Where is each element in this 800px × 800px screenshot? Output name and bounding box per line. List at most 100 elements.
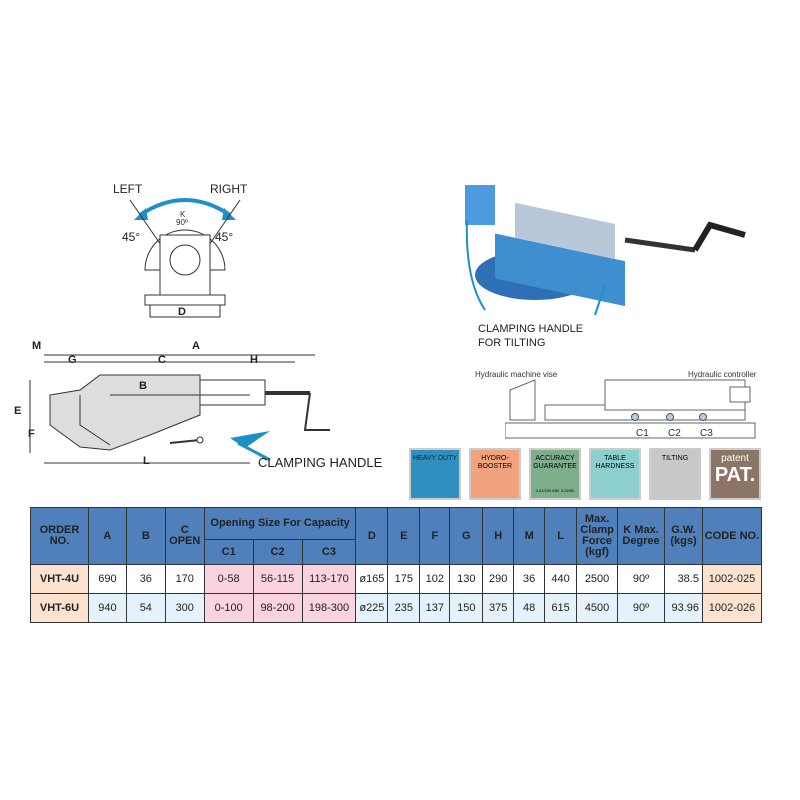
cell-b: 36 [125, 564, 166, 594]
accuracy-guarantee-icon: ACCURACY GUARANTEE 0,01/100 MM 0,02/50 [529, 448, 581, 500]
dim-a: A [192, 340, 200, 352]
cell-e: 175 [387, 564, 421, 594]
header-l: L [544, 507, 578, 565]
hydro-booster-label: HYDRO-BOOSTER [477, 455, 513, 470]
header-b: B [125, 507, 166, 565]
cell-c1: 0-58 [203, 564, 254, 594]
position-c1: C1 [636, 428, 649, 439]
cell-m: 36 [513, 564, 546, 594]
dim-c: C [158, 354, 166, 366]
accuracy-label: ACCURACY GUARANTEE [533, 455, 577, 470]
cell-b: 54 [125, 593, 166, 623]
dim-e: E [14, 405, 22, 417]
tilting-icon: TILTING [649, 448, 701, 500]
cell-a: 690 [87, 564, 127, 594]
dim-f: F [28, 428, 35, 440]
header-k: K Max. Degree [617, 507, 666, 565]
cell-c2: 56-115 [252, 564, 303, 594]
header-m: M [513, 507, 546, 565]
pat-label: PAT. [714, 464, 756, 486]
angle-left: 45° [122, 230, 141, 244]
cell-k: 90º [617, 564, 666, 594]
tilting-callout-line1: CLAMPING HANDLE [478, 323, 584, 335]
cell-c3: 198-300 [301, 593, 357, 623]
cell-c: 170 [164, 564, 205, 594]
header-capacity: Opening Size For Capacity [203, 507, 357, 540]
right-label: RIGHT [210, 182, 248, 196]
cell-a: 940 [87, 593, 127, 623]
cell-f: 102 [419, 564, 451, 594]
header-c: C OPEN [164, 507, 205, 565]
header-c3: C3 [301, 539, 357, 565]
spec-table: ORDER NO. A B C OPEN Opening Size For Ca… [30, 507, 763, 623]
k-angle: 90º [176, 218, 188, 227]
header-gw: G.W. (kgs) [664, 507, 703, 565]
cell-code: 1002-025 [701, 564, 763, 594]
dim-b: B [139, 380, 147, 392]
header-c2: C2 [252, 539, 303, 565]
cell-c3: 113-170 [301, 564, 357, 594]
cell-m: 48 [513, 593, 546, 623]
table-row: VHT-4U 690 36 170 0-58 56-115 113-170 ø1… [30, 564, 763, 594]
heavy-duty-label: HEAVY DUTY [412, 455, 458, 462]
hydro-booster-icon: HYDRO-BOOSTER [469, 448, 521, 500]
cell-f: 137 [419, 593, 451, 623]
header-h: H [482, 507, 515, 565]
header-force: Max. Clamp Force (kgf) [576, 507, 619, 565]
table-hardness-label: TABLE HARDNESS [595, 455, 635, 470]
header-g: G [449, 507, 484, 565]
cell-gw: 38.5 [664, 564, 703, 594]
cell-e: 235 [387, 593, 421, 623]
front-view-drawing [129, 198, 241, 318]
side-view-drawing [29, 354, 330, 464]
vise-product-image [465, 185, 746, 316]
dim-l: L [143, 455, 150, 467]
dim-m: M [32, 340, 42, 352]
k-label: K [180, 210, 186, 219]
heavy-duty-icon: HEAVY DUTY [409, 448, 461, 500]
cell-g: 130 [449, 564, 484, 594]
cell-c: 300 [164, 593, 205, 623]
header-d: D [355, 507, 389, 565]
cell-c2: 98-200 [252, 593, 303, 623]
cell-code: 1002-026 [701, 593, 763, 623]
tilting-callout-line2: FOR TILTING [478, 337, 546, 349]
position-c3: C3 [700, 428, 713, 439]
cell-force: 2500 [576, 564, 619, 594]
header-e: E [387, 507, 421, 565]
cell-order: VHT-4U [30, 564, 89, 594]
cell-l: 615 [544, 593, 578, 623]
cell-h: 375 [482, 593, 515, 623]
cell-c1: 0-100 [203, 593, 254, 623]
dim-g: G [68, 354, 77, 366]
header-f: F [419, 507, 451, 565]
accuracy-sub2: 0,02/50 [560, 488, 575, 493]
table-row: VHT-6U 940 54 300 0-100 98-200 198-300 ø… [30, 593, 763, 623]
cell-order: VHT-6U [30, 593, 89, 623]
cell-k: 90º [617, 593, 666, 623]
patent-label: patent [721, 453, 749, 464]
capacity-positions-drawing [505, 379, 756, 439]
tilting-label: TILTING [661, 455, 689, 462]
table-hardness-icon: TABLE HARDNESS [589, 448, 641, 500]
cell-force: 4500 [576, 593, 619, 623]
cell-d: ø225 [355, 593, 389, 623]
left-label: LEFT [113, 182, 143, 196]
cell-gw: 93.96 [664, 593, 703, 623]
cell-h: 290 [482, 564, 515, 594]
clamping-handle-callout: CLAMPING HANDLE [258, 455, 383, 470]
header-code: CODE NO. [701, 507, 763, 565]
header-order: ORDER NO. [30, 507, 89, 565]
cell-g: 150 [449, 593, 484, 623]
header-a: A [87, 507, 127, 565]
cell-l: 440 [544, 564, 578, 594]
header-c1: C1 [203, 539, 254, 565]
position-c2: C2 [668, 428, 681, 439]
angle-right: 45° [215, 230, 234, 244]
dim-d: D [178, 306, 186, 318]
dim-h: H [250, 354, 258, 366]
cell-d: ø165 [355, 564, 389, 594]
accuracy-sub1: 0,01/100 MM [535, 488, 560, 493]
